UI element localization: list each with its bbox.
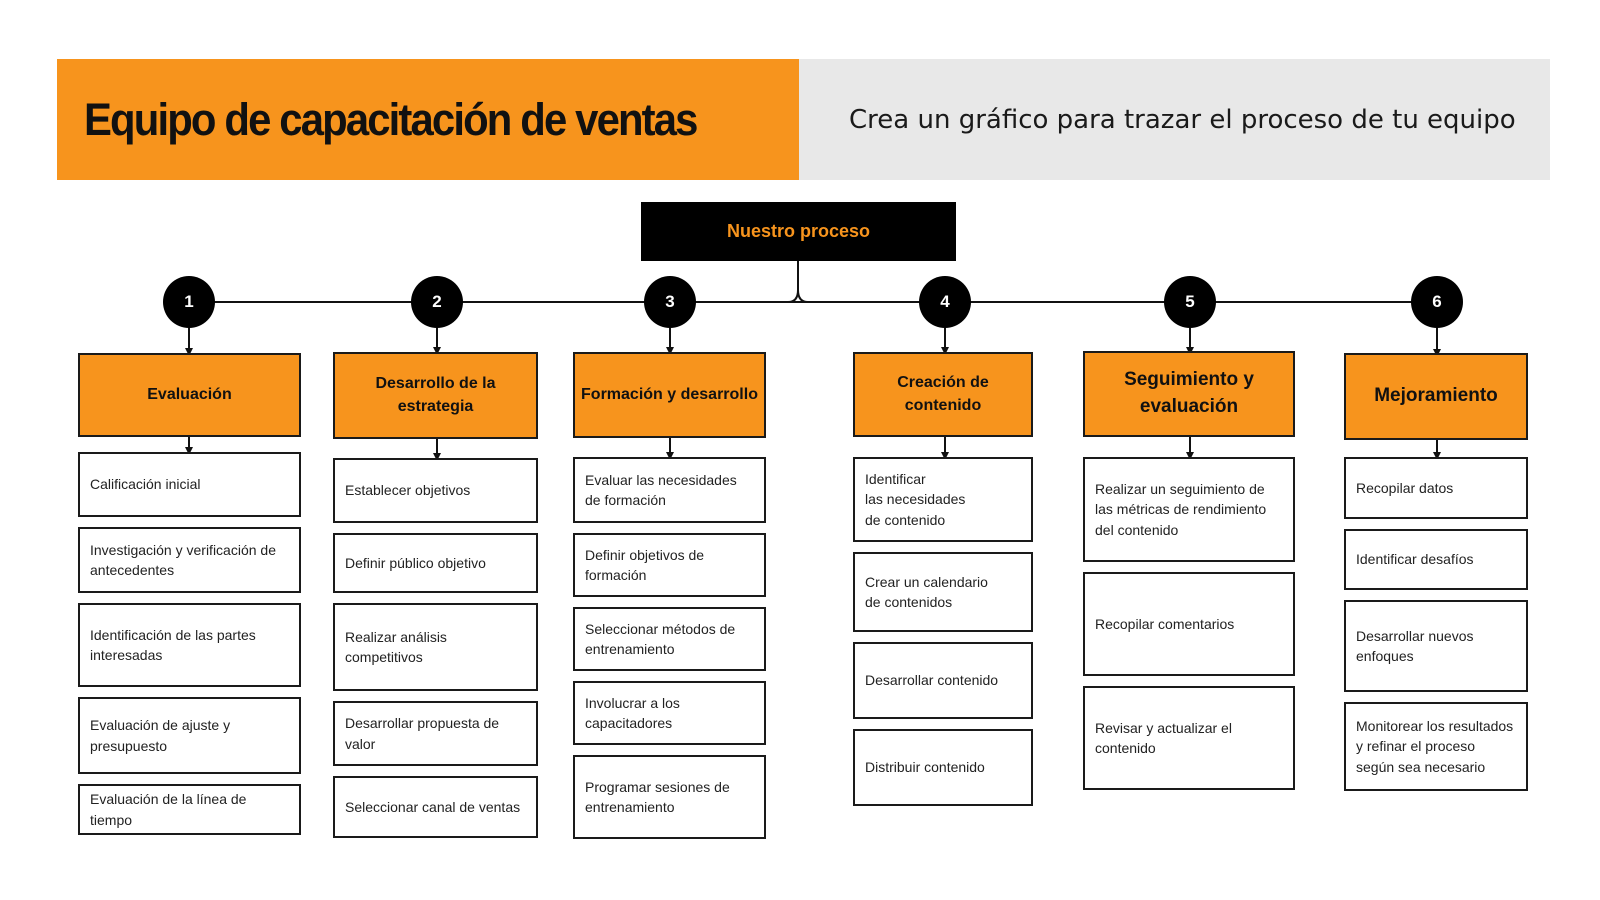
task-item: Realizar análisis competitivos — [333, 603, 538, 691]
step-number-1: 1 — [163, 276, 215, 328]
task-item: Evaluar las necesidades de formación — [573, 457, 766, 523]
task-item: Identificar desafíos — [1344, 529, 1528, 590]
step-number-4: 4 — [919, 276, 971, 328]
task-item: Investigación y verificación de antecede… — [78, 527, 301, 593]
task-item: Definir público objetivo — [333, 533, 538, 593]
task-item: Involucrar a los capacitadores — [573, 681, 766, 745]
task-item: Desarrollar nuevos enfoques — [1344, 600, 1528, 692]
task-item: Recopilar datos — [1344, 457, 1528, 519]
root-process-box: Nuestro proceso — [641, 202, 956, 261]
step-number-3: 3 — [644, 276, 696, 328]
phase-box-mejoramiento: Mejoramiento — [1344, 353, 1528, 440]
task-item: Recopilar comentarios — [1083, 572, 1295, 676]
header-subtitle-panel: Crea un gráfico para trazar el proceso d… — [799, 59, 1550, 180]
task-item: Calificación inicial — [78, 452, 301, 517]
task-item: Crear un calendario de contenidos — [853, 552, 1033, 632]
step-number-2: 2 — [411, 276, 463, 328]
task-item: Desarrollar contenido — [853, 642, 1033, 719]
root-process-label: Nuestro proceso — [726, 221, 871, 241]
page-subtitle: Crea un gráfico para trazar el proceso d… — [849, 104, 1516, 135]
phase-box-formacion-desarrollo: Formación y desarrollo — [573, 352, 766, 438]
root-stem — [787, 261, 809, 303]
page-title: Equipo de capacitación de ventas — [84, 93, 698, 145]
task-item: Revisar y actualizar el contenido — [1083, 686, 1295, 790]
step-number-5: 5 — [1164, 276, 1216, 328]
task-item: Identificación de las partes interesadas — [78, 603, 301, 687]
phase-box-creacion-contenido: Creación de contenido — [853, 352, 1033, 437]
task-item: Identificar las necesidades de contenido — [853, 457, 1033, 542]
task-item: Programar sesiones de entrenamiento — [573, 755, 766, 839]
step-number-6: 6 — [1411, 276, 1463, 328]
task-item: Monitorear los resultados y refinar el p… — [1344, 702, 1528, 791]
header-title-panel: Equipo de capacitación de ventas — [57, 59, 799, 180]
task-item: Evaluación de ajuste y presupuesto — [78, 697, 301, 774]
phase-box-seguimiento-evaluacion: Seguimiento y evaluación — [1083, 351, 1295, 437]
task-item: Evaluación de la línea de tiempo — [78, 784, 301, 835]
task-item: Definir objetivos de formación — [573, 533, 766, 597]
task-item: Realizar un seguimiento de las métricas … — [1083, 457, 1295, 562]
phase-box-evaluacion: Evaluación — [78, 353, 301, 437]
task-item: Seleccionar métodos de entrenamiento — [573, 607, 766, 671]
task-item: Distribuir contenido — [853, 729, 1033, 806]
phase-box-desarrollo-estrategia: Desarrollo de la estrategia — [333, 352, 538, 439]
task-item: Desarrollar propuesta de valor — [333, 701, 538, 766]
task-item: Establecer objetivos — [333, 458, 538, 523]
task-item: Seleccionar canal de ventas — [333, 776, 538, 838]
